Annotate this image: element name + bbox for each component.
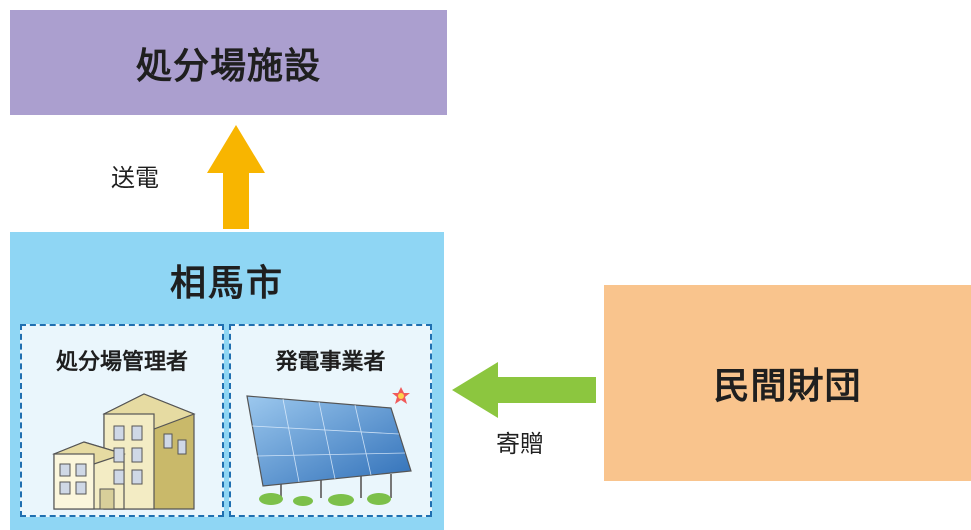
disposal-manager-node: 処分場管理者: [20, 324, 224, 517]
city-label: 相馬市: [169, 263, 284, 304]
donation-label: 寄贈: [496, 430, 544, 458]
donation-arrow: [452, 362, 596, 418]
solar-panel-icon: [246, 387, 412, 506]
transmission-arrow: [207, 125, 265, 229]
city-node: 相馬市 処分場管理者 発電事業者: [10, 232, 444, 530]
disposal-facility-label: 処分場施設: [135, 45, 321, 87]
disposal-manager-label: 処分場管理者: [55, 350, 188, 375]
private-foundation-label: 民間財団: [713, 366, 862, 407]
power-producer-label: 発電事業者: [275, 350, 386, 375]
office-building-icon: [52, 393, 196, 510]
power-producer-node: 発電事業者: [229, 324, 432, 517]
transmission-label: 送電: [111, 164, 159, 192]
disposal-facility-node: 処分場施設: [10, 10, 447, 115]
private-foundation-node: 民間財団: [604, 285, 971, 481]
